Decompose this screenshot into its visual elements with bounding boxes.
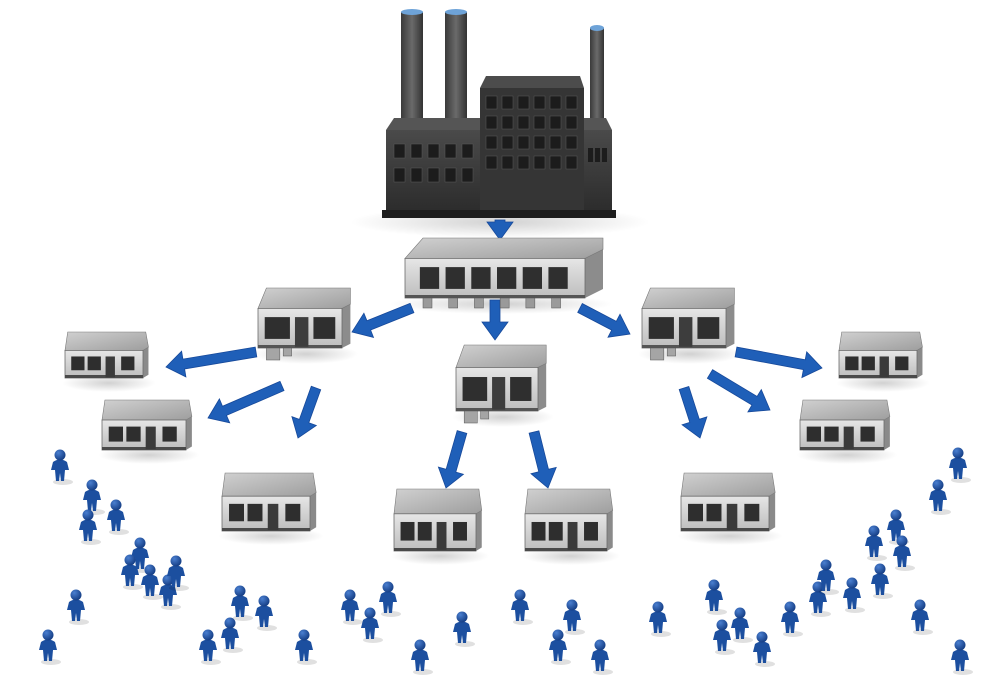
customer-figure [649, 601, 671, 637]
customer-figure [379, 581, 401, 617]
store-6-building [680, 472, 776, 532]
customer-figure [843, 577, 865, 613]
customer-figure [871, 563, 893, 599]
customer-figure [911, 599, 933, 635]
flow-arrow-central-warehouse-to-regional-left [351, 302, 415, 338]
customer-figure [255, 595, 277, 631]
customer-figure [411, 639, 433, 675]
customer-figure [817, 559, 839, 595]
smokestack-1 [401, 9, 423, 132]
customer-figure [713, 619, 735, 655]
customer-figure [167, 555, 189, 591]
customer-figure [929, 479, 951, 515]
flow-arrow-regional-left-to-store-1 [165, 346, 258, 378]
customer-figure [231, 585, 253, 621]
customer-figure [453, 611, 475, 647]
shadow-layer [62, 206, 930, 565]
flow-arrow-regional-right-to-store-8 [734, 346, 823, 379]
customer-figure [221, 617, 243, 653]
flow-arrow-regional-center-to-store-5 [528, 430, 557, 489]
customer-figure [39, 629, 61, 665]
customer-figure [295, 629, 317, 665]
node-layer [64, 9, 923, 552]
store-2-building [101, 399, 193, 451]
central-warehouse-building [404, 237, 604, 309]
factory-building [382, 9, 616, 218]
store-4-building [393, 488, 483, 552]
customer-figure [83, 479, 105, 515]
customer-figure [809, 581, 831, 617]
customer-figure [753, 631, 775, 667]
customer-figure [107, 499, 129, 535]
customer-figure [705, 579, 727, 615]
flow-arrow-regional-left-to-store-3 [291, 385, 322, 439]
customer-figure [563, 599, 585, 635]
customer-figure [591, 639, 613, 675]
customer-figure [731, 607, 753, 643]
store-7-building [799, 399, 891, 451]
customer-figure [865, 525, 887, 561]
flow-arrow-central-warehouse-to-regional-right [577, 303, 631, 338]
store-3-building [221, 472, 317, 532]
customer-figure [67, 589, 89, 625]
flow-arrow-factory-to-central-warehouse [486, 219, 514, 241]
customer-figure [341, 589, 363, 625]
customer-figure [949, 447, 971, 483]
flow-arrow-regional-right-to-store-6 [678, 385, 708, 439]
store-5-building [524, 488, 614, 552]
customer-figure [199, 629, 221, 665]
arrow-layer [165, 219, 823, 489]
regional-left-building [257, 287, 351, 361]
customer-figure [79, 509, 101, 545]
smokestack-2 [445, 9, 467, 132]
regional-center-building [455, 344, 547, 424]
customer-figure [121, 554, 143, 590]
customer-figure [51, 449, 73, 485]
customer-figure [159, 574, 181, 610]
flow-arrow-regional-left-to-store-2 [207, 380, 285, 424]
customer-layer [39, 447, 973, 675]
store-1-building [64, 331, 149, 379]
customer-figure [781, 601, 803, 637]
regional-right-building [641, 287, 735, 361]
customer-figure [361, 607, 383, 643]
customer-figure [951, 639, 973, 675]
customer-figure [141, 564, 163, 600]
customer-figure [549, 629, 571, 665]
customer-figure [511, 589, 533, 625]
customer-figure [893, 535, 915, 571]
flow-arrow-regional-center-to-store-4 [437, 430, 468, 489]
store-8-building [838, 331, 923, 379]
flow-arrow-regional-right-to-store-7 [706, 369, 771, 413]
